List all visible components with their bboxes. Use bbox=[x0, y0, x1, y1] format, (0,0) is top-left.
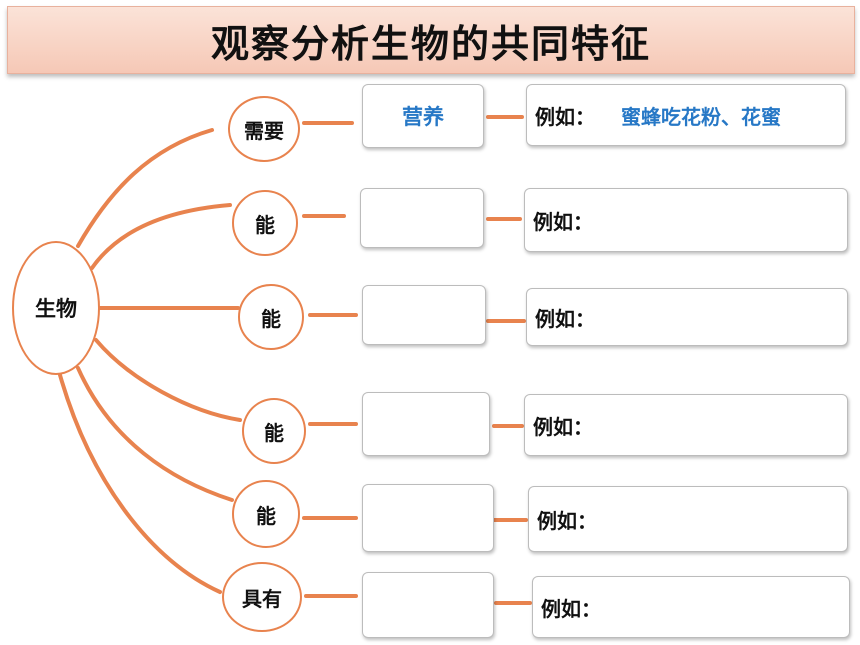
example-box-4[interactable]: 例如： bbox=[524, 394, 848, 456]
root-node: 生物 bbox=[12, 241, 100, 375]
answer-box-6[interactable] bbox=[362, 572, 494, 638]
page-title: 观察分析生物的共同特征 bbox=[210, 21, 651, 66]
example-label-2: 例如： bbox=[533, 209, 593, 234]
branch-line-5 bbox=[76, 366, 234, 502]
answer-box-2[interactable] bbox=[360, 188, 484, 248]
answer-box-1[interactable]: 营养 bbox=[362, 84, 484, 148]
title-banner: 观察分析生物的共同特征 bbox=[7, 6, 855, 74]
answer-box-3[interactable] bbox=[362, 285, 486, 345]
trait-node-5: 能 bbox=[232, 480, 300, 548]
trait-node-2: 能 bbox=[232, 190, 298, 256]
branch-line-1 bbox=[76, 128, 214, 248]
trait-node-4: 能 bbox=[242, 398, 306, 464]
answer-box-5[interactable] bbox=[362, 484, 494, 552]
branch-line-4 bbox=[94, 338, 242, 422]
branch-line-2 bbox=[90, 203, 232, 270]
branch-line-6 bbox=[58, 373, 222, 594]
answer-box-4[interactable] bbox=[362, 392, 490, 456]
example-label-1: 例如： bbox=[535, 104, 595, 129]
trait-node-6: 具有 bbox=[222, 562, 302, 632]
example-box-6[interactable]: 例如： bbox=[532, 576, 850, 638]
example-label-3: 例如： bbox=[535, 306, 595, 331]
example-label-5: 例如： bbox=[537, 508, 597, 533]
example-box-3[interactable]: 例如： bbox=[526, 288, 848, 346]
example-label-4: 例如： bbox=[533, 414, 593, 439]
example-box-5[interactable]: 例如： bbox=[528, 486, 848, 552]
trait-node-1: 需要 bbox=[228, 96, 300, 162]
example-text-1: 蜜蜂吃花粉、花蜜 bbox=[621, 104, 781, 129]
answer-text-1: 营养 bbox=[402, 105, 444, 129]
example-box-2[interactable]: 例如： bbox=[524, 188, 848, 252]
trait-node-3: 能 bbox=[238, 284, 304, 350]
example-box-1[interactable]: 例如： 蜜蜂吃花粉、花蜜 bbox=[526, 84, 846, 146]
example-label-6: 例如： bbox=[541, 596, 601, 621]
